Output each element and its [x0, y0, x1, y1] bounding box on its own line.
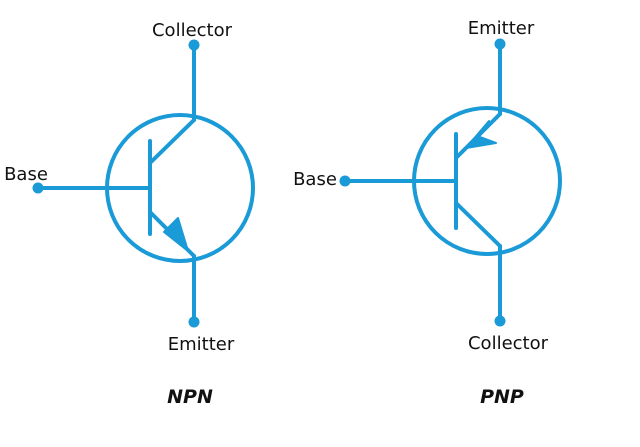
pnp-emitter-arrow: [465, 120, 497, 149]
npn-base-terminal-dot: [32, 182, 44, 194]
npn-emitter-arrow: [163, 217, 189, 252]
pnp-caption: PNP: [480, 386, 524, 408]
pnp-symbol: [343, 42, 562, 323]
npn-emitter-label: Emitter: [168, 334, 235, 355]
pnp-base-terminal-dot: [339, 175, 351, 187]
pnp-emitter-terminal-dot: [494, 38, 506, 50]
pnp-emitter-label: Emitter: [468, 18, 535, 39]
npn-collector-diagonal: [148, 118, 196, 165]
pnp-collector-label: Collector: [468, 333, 549, 354]
npn-symbol: [36, 43, 255, 324]
npn-base-label: Base: [4, 164, 48, 185]
npn-collector-label: Collector: [152, 20, 233, 41]
npn-caption: NPN: [167, 386, 213, 408]
pnp-collector-diagonal: [454, 201, 502, 248]
pnp-collector-terminal-dot: [494, 315, 506, 327]
npn-emitter-terminal-dot: [188, 316, 200, 328]
npn-collector-terminal-dot: [188, 39, 200, 51]
pnp-base-label: Base: [293, 169, 337, 190]
